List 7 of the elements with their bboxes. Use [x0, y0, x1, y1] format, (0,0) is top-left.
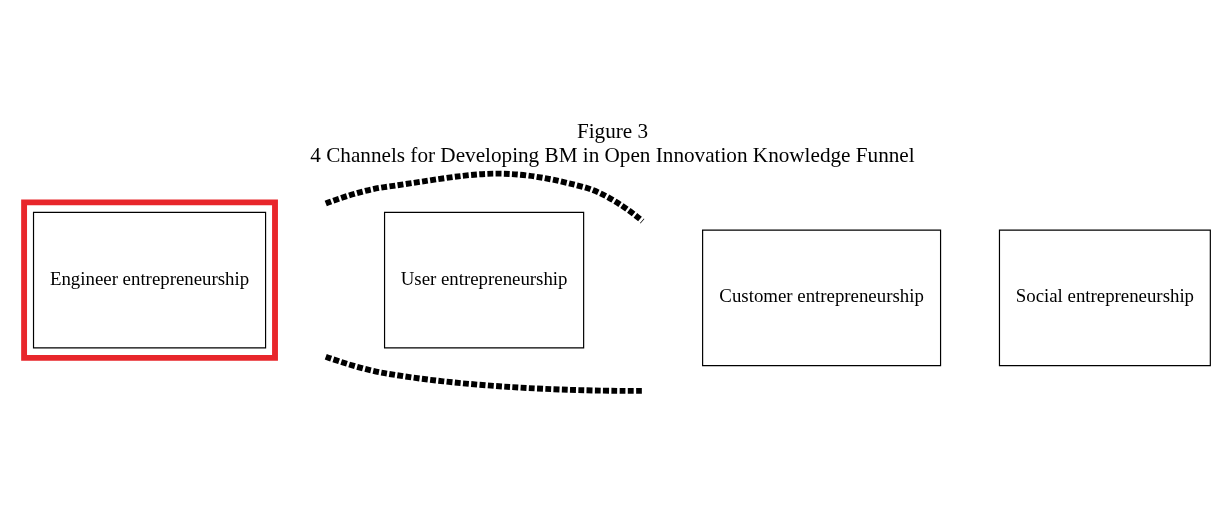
- node-box: Engineer entrepreneurship: [32, 211, 267, 348]
- node-box: Social entrepreneurship: [998, 229, 1211, 366]
- cluster: [21, 198, 278, 361]
- diagram-title: Figure 3: [576, 118, 649, 143]
- node-box: Customer entrepreneurship: [702, 229, 942, 366]
- caption: 4 Channels for Developing BM in Open Innovation Knowledge Funnel: [310, 142, 915, 167]
- node-box: User entrepreneurship: [383, 211, 585, 348]
